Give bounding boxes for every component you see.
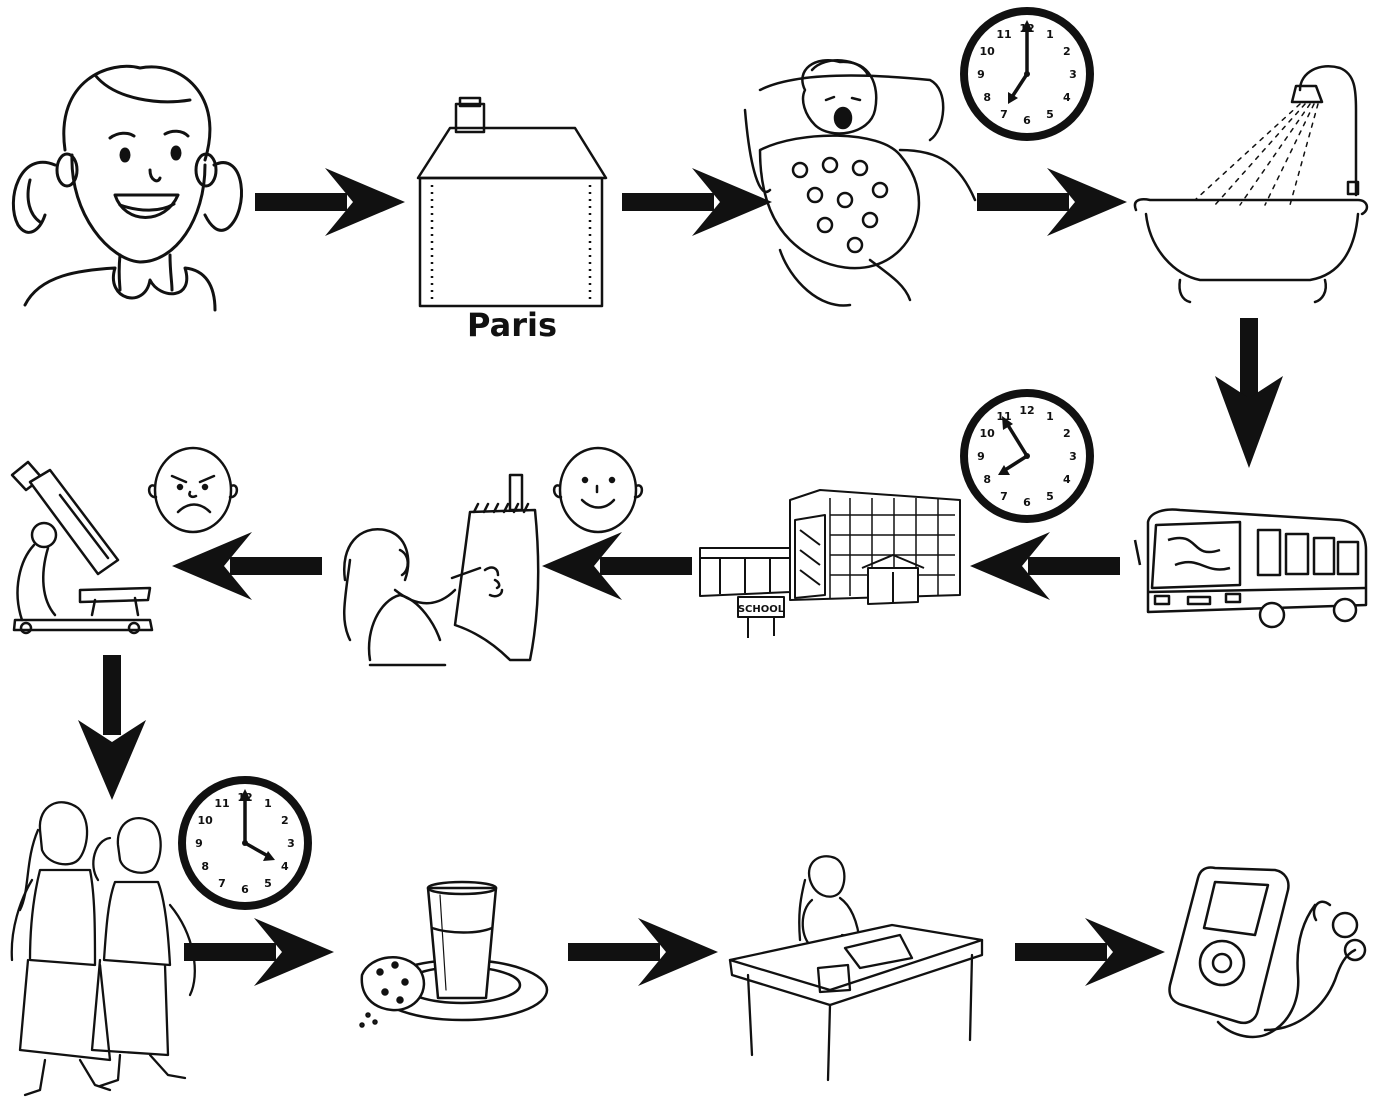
arrow-right-5	[568, 918, 718, 986]
arrow-left-3	[172, 532, 322, 600]
arrow-right-2	[622, 168, 772, 236]
clock-numeral: 6	[1023, 496, 1031, 509]
arrow-down-1	[1215, 318, 1283, 468]
girl-face-icon	[11, 64, 244, 312]
clock-numeral: 12	[1019, 404, 1034, 417]
clock-numeral: 9	[977, 450, 985, 463]
clock-numeral: 7	[1000, 108, 1008, 121]
clock-numeral: 8	[983, 91, 991, 104]
house-icon	[416, 96, 608, 308]
arrow-left-1	[970, 532, 1120, 600]
arrow-right-3	[977, 168, 1127, 236]
clock-numeral: 4	[281, 860, 289, 873]
clock-numeral: 6	[1023, 114, 1031, 127]
bathtub-shower-icon	[1133, 65, 1369, 304]
happy-face-icon	[552, 446, 644, 534]
clock-numeral: 2	[1063, 45, 1071, 58]
clock-numeral: 8	[201, 860, 209, 873]
music-player-icon	[1168, 866, 1367, 1039]
clock-numeral: 4	[1063, 91, 1071, 104]
arrow-right-1	[255, 168, 405, 236]
bus-icon	[1133, 508, 1368, 629]
clock-numeral: 3	[287, 837, 295, 850]
clock-numeral: 5	[264, 877, 272, 890]
arrow-left-2	[542, 532, 692, 600]
clock-numeral: 2	[281, 814, 289, 827]
clock-numeral: 9	[977, 68, 985, 81]
arrow-right-6	[1015, 918, 1165, 986]
microscope-icon	[10, 460, 154, 635]
arrow-right-4	[184, 918, 334, 986]
girls-walking-icon	[10, 801, 196, 1097]
clock-numeral: 8	[983, 473, 991, 486]
clock-numeral: 2	[1063, 427, 1071, 440]
clock-numeral: 4	[1063, 473, 1071, 486]
school-sign-text: SCHOOL	[738, 604, 785, 615]
clock-numeral: 5	[1046, 108, 1054, 121]
paris-label: Paris	[467, 306, 557, 344]
clock-numeral: 11	[996, 28, 1011, 41]
angry-face-icon	[147, 446, 239, 534]
clock-numeral: 7	[218, 877, 226, 890]
clock-numeral: 1	[1046, 410, 1054, 423]
waking-up-icon	[743, 59, 977, 307]
glass-and-cookie-icon	[359, 880, 549, 1028]
clock-numeral: 11	[214, 797, 229, 810]
clock-numeral: 9	[195, 837, 203, 850]
clock-numeral: 3	[1069, 68, 1077, 81]
clock-numeral: 10	[980, 45, 996, 58]
clock-numeral: 6	[241, 883, 249, 896]
clock-numeral: 1	[1046, 28, 1054, 41]
school-building-icon	[699, 489, 961, 638]
clock-numeral: 10	[198, 814, 214, 827]
clock-numeral: 7	[1000, 490, 1008, 503]
drawing-girl-icon	[342, 473, 540, 667]
clock-numeral: 3	[1069, 450, 1077, 463]
clock-numeral: 10	[980, 427, 996, 440]
clock-numeral: 5	[1046, 490, 1054, 503]
clock-numeral: 1	[264, 797, 272, 810]
arrow-down-2	[78, 655, 146, 800]
clock-numeral: 11	[996, 410, 1011, 423]
desk-homework-icon	[728, 855, 984, 1082]
